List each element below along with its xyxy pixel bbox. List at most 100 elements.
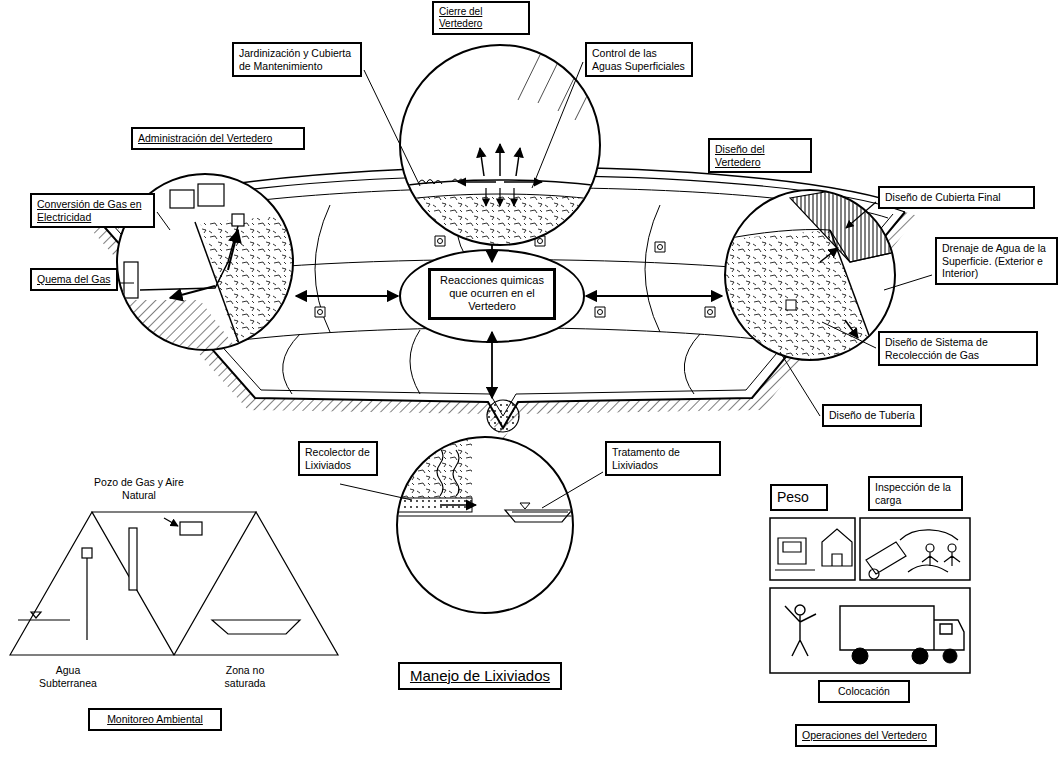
ground-line	[396, 515, 575, 516]
scale-truck-house	[775, 529, 852, 570]
box-text: Diseño de Sistema de Recolección de Gas	[885, 336, 1031, 361]
sump-circle	[487, 400, 519, 432]
box-text: Peso	[777, 489, 821, 506]
box-text: Diseño del Vertedero	[715, 143, 805, 168]
ground-hatch	[88, 212, 918, 440]
figure-label-wrap: Pozo de Gas y Aire Natural	[84, 476, 194, 501]
ground-line	[400, 180, 600, 186]
evaporation-arrow	[499, 144, 501, 176]
callout-box: Diseño de Tubería	[822, 404, 922, 427]
infiltration-arrow	[485, 188, 486, 206]
placement-picture	[770, 588, 970, 673]
callout-box: Control de las Aguas Superficiales	[585, 42, 693, 77]
detail-circle	[400, 45, 600, 245]
liner-line	[195, 222, 245, 360]
box-text: Diseño de Cubierta Final	[885, 191, 1028, 204]
liner-line	[830, 230, 880, 365]
inspection-picture	[860, 518, 970, 580]
groundwater-symbol	[18, 558, 87, 640]
lysimeter-basin	[212, 620, 300, 634]
detail-circle-fill	[400, 45, 600, 245]
section-title-box: Cierre del Vertedero	[432, 1, 530, 35]
box-text: Jardinización y Cubierta de Mantenimient…	[239, 47, 355, 72]
box-text: Control de las Aguas Superficiales	[592, 47, 686, 72]
flare-stack	[124, 262, 138, 298]
truck-wheel	[852, 648, 957, 664]
figure-label: Agua Subterranea	[34, 664, 102, 689]
callout-box: Recolector de Lixiviados	[298, 441, 378, 476]
air-flow-arrow	[164, 518, 178, 526]
box-text: Drenaje de Agua de la Superficie. (Exter…	[942, 242, 1051, 280]
section-title-box: Administración del Vertedero	[131, 127, 305, 150]
evaporation-arrow	[480, 148, 484, 176]
box-text: Inspección de la carga	[875, 481, 956, 506]
evaporation-arrow	[516, 148, 520, 176]
box-text: Tratamento de Lixiviados	[612, 446, 714, 471]
figure-label: Pozo de Gas y Aire Natural	[84, 476, 194, 501]
gas-well-marker	[265, 236, 715, 317]
box-text: Reacciones quimicas que ocurren en el Ve…	[436, 274, 548, 314]
callout-box: Diseño de Cubierta Final	[878, 186, 1035, 209]
leader-line	[120, 62, 932, 508]
figure-label-wrap: Agua Subterranea	[34, 664, 102, 689]
inspection-scene	[866, 530, 960, 579]
waste-fill	[396, 436, 472, 498]
truck-and-spotter	[785, 605, 964, 656]
detail-circle	[397, 437, 573, 613]
air-sampler	[180, 522, 202, 535]
drain-arrow	[845, 320, 858, 338]
callout-box: Inspección de la carga	[868, 476, 963, 511]
infiltration-arrow	[499, 188, 500, 206]
section-title-box: Manejo de Lixiviados	[398, 662, 562, 690]
reaction-box: Reacciones quimicas que ocurren en el Ve…	[428, 268, 556, 320]
reaction-ellipse	[400, 250, 584, 342]
gas-probe	[129, 528, 137, 590]
monitoring-well	[82, 548, 92, 558]
leader-arrow	[846, 202, 876, 228]
shrub-symbol	[418, 179, 464, 184]
leachate-flow-arrow	[440, 504, 476, 506]
rain-line	[518, 55, 595, 120]
box-text: Diseño de Tubería	[829, 409, 915, 422]
percolation-line	[437, 448, 459, 496]
callout-box: Conversión de Gas en Electricidad	[30, 193, 155, 228]
callout-box: Colocación	[818, 680, 910, 703]
runoff-arrow	[504, 181, 542, 182]
callout-box: Tratamento de Lixiviados	[605, 441, 721, 476]
detail-circle-fill	[397, 437, 573, 613]
gas-flow-arrow	[820, 248, 838, 262]
weighing-picture	[770, 518, 855, 580]
section-title-box: Operaciones del Vertedero	[795, 724, 937, 747]
box-text: Monitoreo Ambiental	[95, 713, 215, 726]
callout-box: Peso	[770, 484, 828, 511]
generator-building	[170, 190, 194, 208]
gas-flow-arrow	[170, 286, 215, 298]
box-text: Cierre del Vertedero	[439, 6, 523, 30]
box-text: Conversión de Gas en Electricidad	[37, 198, 148, 223]
runoff-arrow	[458, 181, 496, 182]
callout-box: Quema del Gas	[30, 268, 118, 291]
box-text: Operaciones del Vertedero	[802, 729, 930, 742]
water-level-symbol	[512, 503, 568, 512]
section-title-box: Monitoreo Ambiental	[88, 708, 222, 731]
callout-box: Diseño de Sistema de Recolección de Gas	[878, 331, 1038, 366]
detail-circle	[725, 190, 895, 360]
gas-well-marker	[786, 300, 796, 310]
callout-box: Jardinización y Cubierta de Mantenimient…	[232, 42, 362, 77]
gas-valve	[232, 214, 244, 226]
gas-flow-arrow	[228, 230, 238, 270]
leachate-detail	[396, 436, 575, 522]
box-text: Manejo de Lixiviados	[405, 667, 555, 685]
box-text: Recolector de Lixiviados	[305, 446, 371, 471]
generator-building	[198, 184, 224, 206]
box-text: Colocación	[825, 685, 903, 698]
callout-box: Drenaje de Agua de la Superficie. (Exter…	[935, 237, 1058, 285]
gas-pipe	[140, 226, 238, 290]
double-arrow	[296, 295, 398, 297]
box-text: Administración del Vertedero	[138, 132, 298, 145]
infiltration-arrow	[513, 188, 514, 206]
double-arrow	[491, 332, 493, 398]
